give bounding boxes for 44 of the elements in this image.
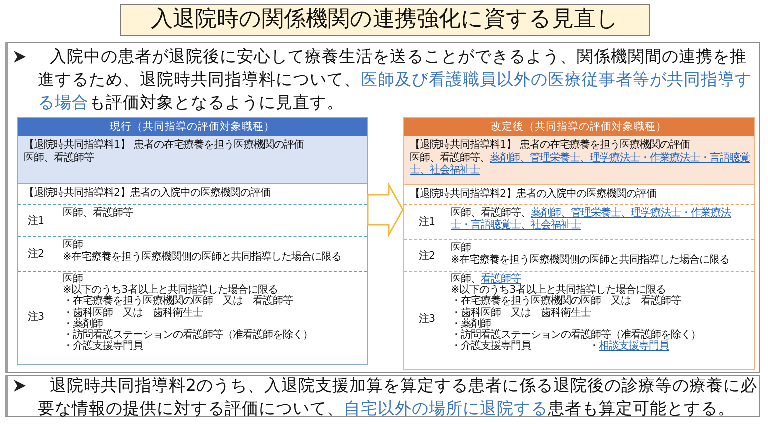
comparison-table	[403, 117, 755, 370]
bordered-panel	[5, 42, 760, 373]
note-label: 注1	[419, 216, 436, 228]
cell-text: ※以下のうち3者以上と共同指導した場合に限る	[63, 285, 278, 296]
cell-text: 医師、看護師等、薬剤師、管理栄養士、理学療法士・作業療法士・言語聴覚士、社会福祉士	[410, 152, 750, 176]
cell-text: 医師、看護師等	[24, 152, 95, 165]
cell-text: 医師	[451, 242, 472, 254]
table-row	[18, 136, 367, 183]
cell-text: 医師、看護師等	[63, 207, 134, 219]
bullet-text: 入院中の患者が退院後に安心して療養生活を送ることができるよう、関係機関間の連携を推進するため、退院時共同指導料について、医師及び看護職員以外の医療従事者等が共同指導する場合も評価対象となるように見直す。	[38, 46, 753, 114]
block-arrow	[367, 182, 404, 238]
row-heading: 【退院時共同指導料1】 患者の在宅療養を担う医療機関の評価	[24, 139, 305, 152]
cell-text: 医師、看護師等、薬剤師、管理栄養士、理学療法士・作業療法士・言語聴覚士、社会福祉士	[451, 207, 732, 231]
cell-text: ・在宅療養を担う医療機関の医師 又は 看護師等	[451, 296, 682, 308]
table-header: 改定後（共同指導の評価対象職種）	[404, 118, 754, 136]
row-heading: 【退院時共同指導料2】患者の入院中の医療機関の評価	[410, 188, 658, 201]
row-heading: 【退院時共同指導料1】 患者の在宅療養を担う医療機関の評価	[410, 139, 691, 152]
note-label: 注2	[28, 248, 45, 260]
bullet-text: 退院時共同指導料2のうち、入退院支援加算を算定する患者に係る退院後の診療等の療養に必要な情報の提供に対する評価について、自宅以外の場所に退院する患者も算定可能とする。	[38, 375, 758, 420]
table-header: 現行（共同指導の評価対象職種）	[18, 118, 367, 136]
cell-text: 医師	[63, 239, 84, 251]
cell-text: ※在宅療養を担う医療機関側の医師と共同指導した場合に限る	[63, 251, 343, 263]
cell-text: 医師、看護師等	[451, 274, 521, 285]
note-label: 注1	[28, 214, 45, 226]
note-label: 注2	[419, 250, 436, 262]
row-heading: 【退院時共同指導料2】患者の入院中の医療機関の評価	[24, 187, 272, 200]
cell-text: ・歯科医師 又は 歯科衛生士	[63, 308, 204, 319]
cell-text: ・薬剤師	[63, 318, 103, 330]
cell-text: ・訪問看護ステーションの看護師等（准看護師を除く）	[63, 330, 314, 342]
cell-text: ・薬剤師	[451, 318, 491, 330]
comparison-table	[17, 117, 368, 365]
cell-text: 医師	[63, 274, 84, 285]
cell-text: ・訪問看護ステーションの看護師等（准看護師を除く）	[451, 330, 702, 342]
cell-text: ・介護支援専門員	[63, 341, 144, 352]
note-label: 注3	[28, 312, 45, 324]
cell-text: ・相談支援専門員	[589, 341, 669, 352]
cell-text: ※在宅療養を担う医療機関側の医師と共同指導した場合に限る	[451, 254, 731, 266]
title-banner: 入退院時の関係機関の連携強化に資する見直し	[120, 4, 650, 36]
table-row	[404, 136, 754, 184]
cell-text: ・在宅療養を担う医療機関の医師 又は 看護師等	[63, 296, 294, 308]
cell-text: ・介護支援専門員	[451, 341, 532, 352]
cell-text: ※以下のうち3者以上と共同指導した場合に限る	[451, 285, 666, 296]
note-label: 注3	[419, 314, 436, 326]
cell-text: ・歯科医師 又は 歯科衛生士	[451, 308, 592, 319]
